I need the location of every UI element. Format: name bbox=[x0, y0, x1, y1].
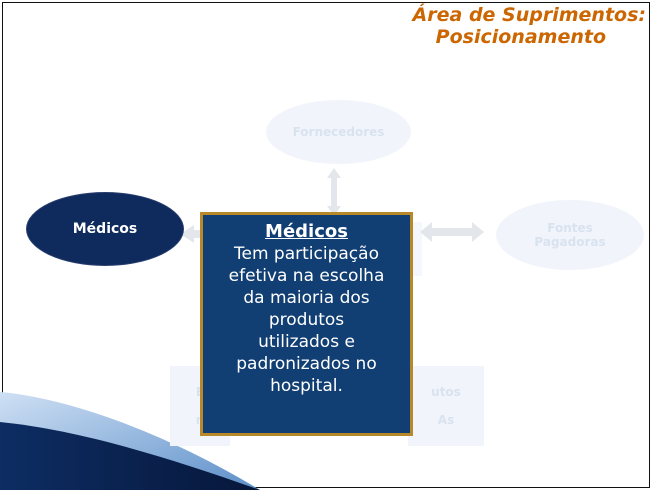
left-arrow-head bbox=[180, 225, 204, 243]
callout-line-4: produtos bbox=[268, 310, 345, 330]
horizontal-double-arrow bbox=[420, 222, 484, 242]
node-fornecedores: Fornecedores bbox=[266, 100, 411, 164]
callout-line-7: hospital. bbox=[270, 376, 343, 396]
callout-line-5: utilizados e bbox=[258, 332, 355, 352]
callout-line-6: padronizados no bbox=[236, 354, 377, 374]
slide-title: Área de Suprimentos: Posicionamento bbox=[286, 4, 646, 48]
slide-title-line2: Posicionamento bbox=[435, 26, 606, 48]
node-bottom-right-text-a: utos bbox=[431, 385, 461, 399]
callout-line-2: efetiva na escolha bbox=[228, 266, 385, 286]
node-medicos: Médicos bbox=[26, 192, 184, 266]
node-fontes-pagadoras-label: Fontes Pagadoras bbox=[534, 221, 606, 249]
callout-heading: Médicos bbox=[265, 221, 348, 242]
node-fontes-pagadoras: Fontes Pagadoras bbox=[496, 200, 644, 270]
node-fornecedores-label: Fornecedores bbox=[292, 125, 385, 139]
node-medicos-label: Médicos bbox=[72, 221, 138, 237]
node-bottom-left-text-b: n bbox=[196, 413, 205, 427]
callout-line-1: Tem participação bbox=[234, 244, 379, 264]
vertical-double-arrow bbox=[327, 168, 341, 216]
node-bottom-right-text-b: As bbox=[437, 413, 455, 427]
node-bottom-left-text-a: E bbox=[196, 385, 204, 399]
decorative-swoosh bbox=[0, 392, 260, 490]
callout-box: Médicos Tem participação efetiva na esco… bbox=[200, 212, 413, 436]
callout-line-3: da maioria dos bbox=[243, 288, 370, 308]
center-box-edge bbox=[412, 222, 422, 276]
slide-title-line1: Área de Suprimentos: bbox=[412, 4, 646, 26]
node-bottom-right: utos As bbox=[408, 366, 484, 446]
